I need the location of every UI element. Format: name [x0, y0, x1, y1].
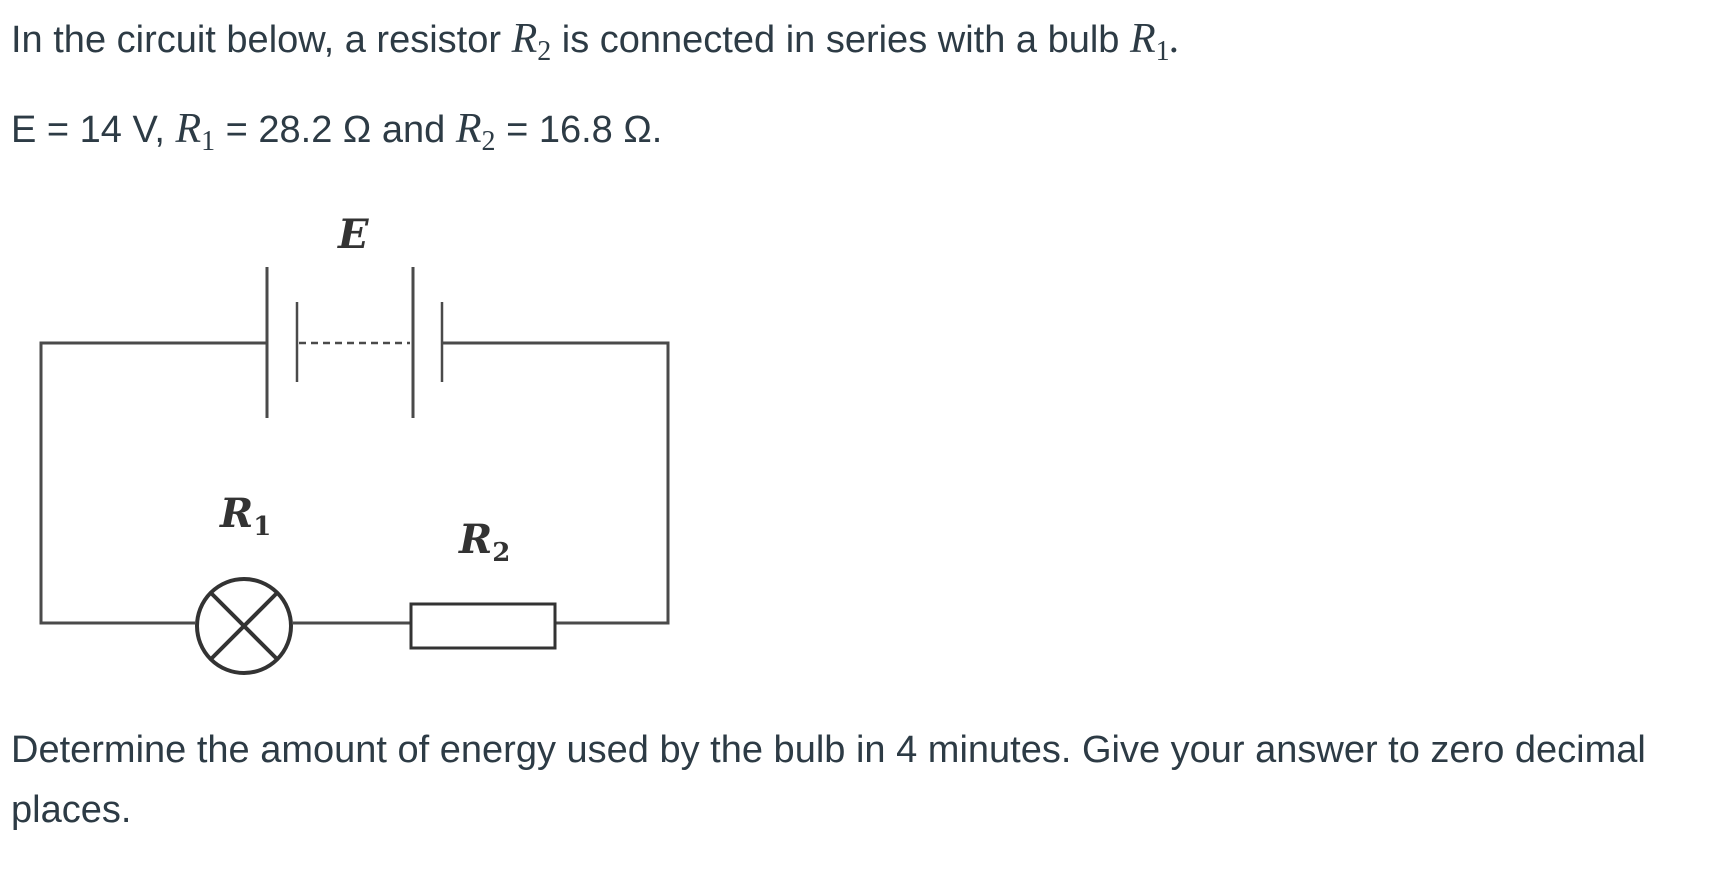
right-wire: [442, 341, 670, 625]
r1-symbol: R1: [1129, 16, 1170, 67]
r2-value: = 16.8 Ω.: [495, 109, 663, 151]
intro-text-middle: is connected in series with a bulb: [551, 19, 1130, 61]
given-values: E = 14 V, R1 = 28.2 Ω and R2 = 16.8 Ω.: [11, 104, 662, 159]
intro-period: .: [1169, 16, 1181, 62]
r1-value: = 28.2 Ω and: [215, 109, 456, 151]
intro-sentence: In the circuit below, a resistor R2 is c…: [11, 14, 1180, 69]
resistor-label: R2: [458, 516, 510, 568]
battery-label: E: [337, 211, 369, 258]
emf-value: E = 14 V,: [11, 109, 176, 151]
bulb-icon: [195, 577, 293, 675]
r2-symbol: R2: [455, 106, 496, 157]
resistor-icon: [409, 602, 557, 650]
r1-symbol: R1: [175, 106, 216, 157]
intro-text-before: In the circuit below, a resistor: [11, 19, 512, 61]
question-text: Determine the amount of energy used by t…: [11, 729, 1646, 831]
bulb-label: R1: [219, 490, 271, 542]
r2-symbol: R2: [511, 16, 552, 67]
left-wire: [39, 341, 267, 625]
circuit-diagram: E R1 R2: [39, 211, 670, 675]
